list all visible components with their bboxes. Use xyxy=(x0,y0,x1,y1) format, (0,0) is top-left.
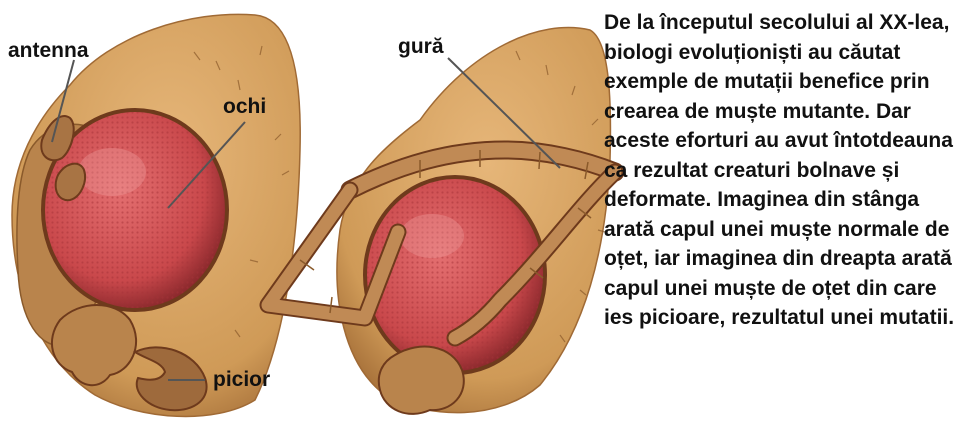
normal-fly-head xyxy=(12,14,300,416)
antenna-label: antenna xyxy=(8,40,89,61)
caption-text: De la începutul secolului al XX-lea, bio… xyxy=(604,8,966,333)
mutant-fly-head xyxy=(268,28,615,414)
leg-label: picior xyxy=(213,369,270,390)
eye-label: ochi xyxy=(223,96,266,117)
mutant-mouthparts xyxy=(379,347,464,414)
mouth-label: gură xyxy=(398,36,444,57)
